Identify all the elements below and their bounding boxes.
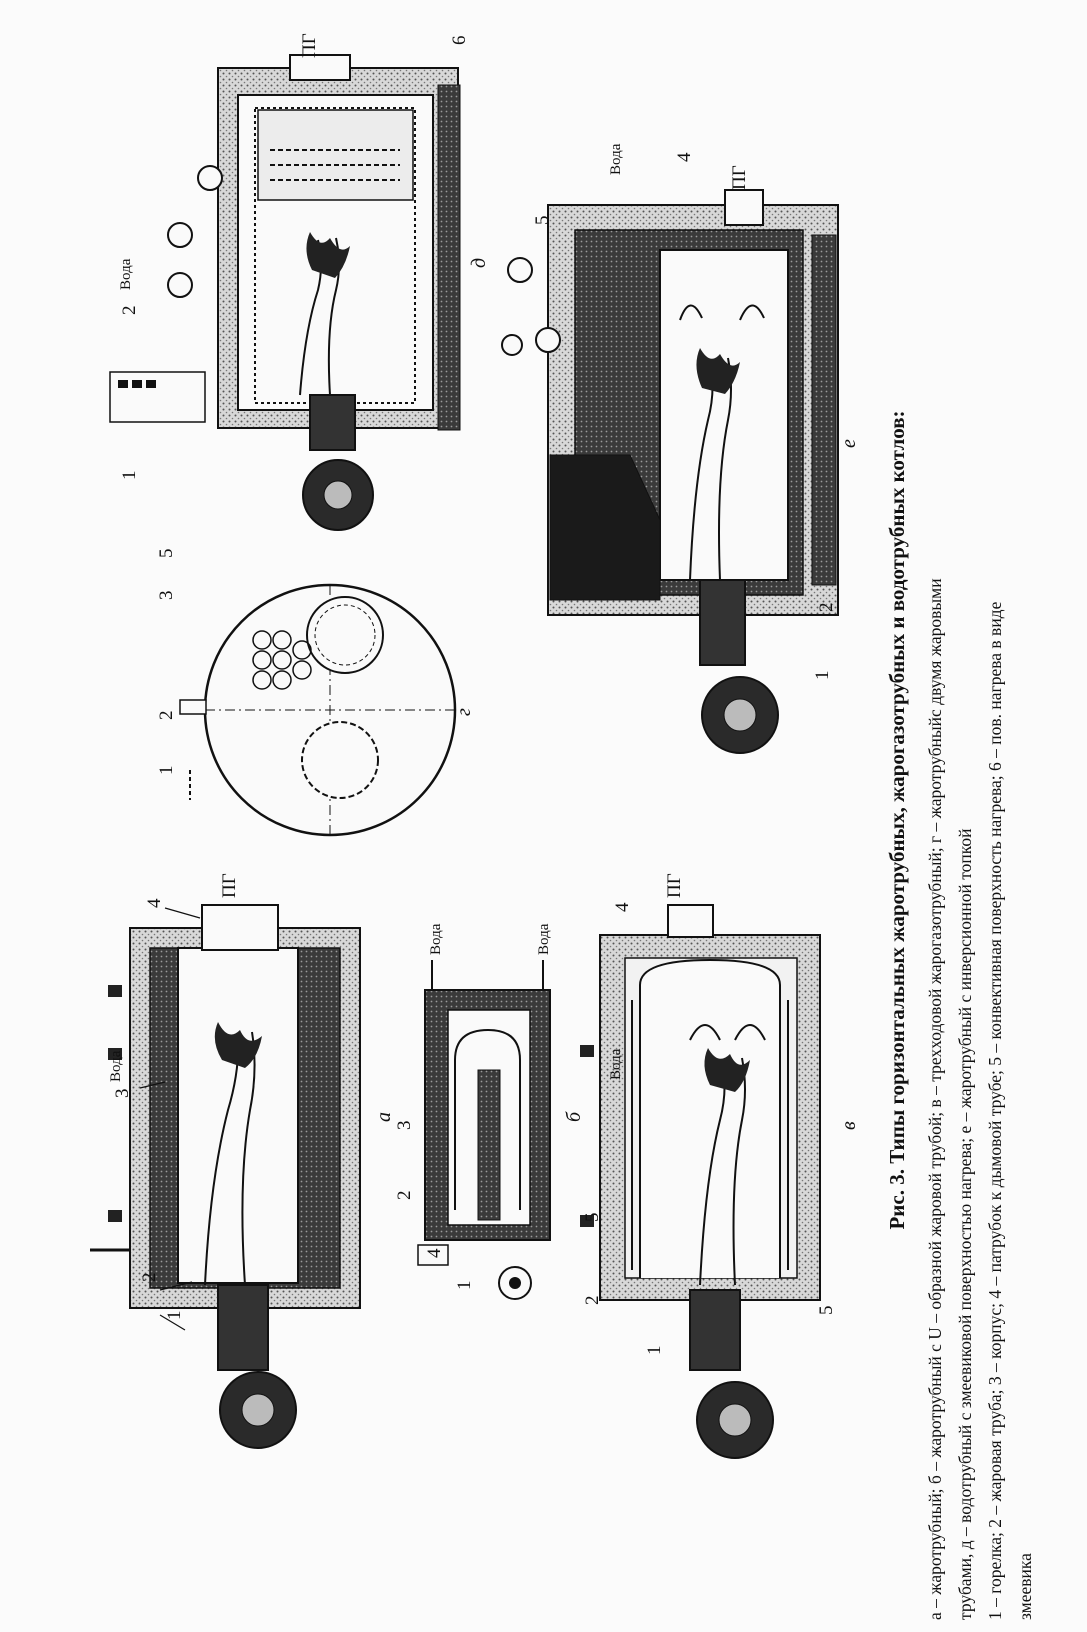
water-label: Вода: [608, 143, 624, 175]
part-number-1: 1: [812, 671, 833, 681]
part-number-1: 1: [119, 471, 140, 481]
diagram-g: [179, 583, 457, 837]
part-number-4: 4: [424, 1248, 445, 1258]
panel-letter-v: в: [838, 1121, 860, 1130]
diagram-b: [417, 960, 551, 1300]
part-number-6: 6: [449, 36, 470, 46]
caption-line: а – жаротрубный; б – жаротрубный с U – о…: [925, 578, 945, 1620]
water-label: Вода: [108, 1050, 124, 1082]
part-number-1: 1: [164, 1311, 185, 1321]
flue-gas-label: ПГ: [664, 873, 685, 898]
panel-letter-d: д: [468, 258, 490, 268]
caption-line: трубами, д – водотрубный с змеевиковой п…: [955, 828, 975, 1620]
part-number-2: 2: [394, 1191, 415, 1201]
part-number-5: 5: [582, 1213, 603, 1223]
panel-letter-b: б: [563, 1111, 585, 1122]
diagram-a: [90, 904, 361, 1449]
panel-letter-e: е: [838, 439, 860, 448]
part-number-5: 5: [156, 549, 177, 559]
flue-gas-label: ПГ: [219, 873, 240, 898]
water-label: Вода: [608, 1048, 624, 1080]
part-number-3: 3: [394, 1121, 415, 1131]
part-number-5: 5: [532, 216, 553, 226]
part-number-5: 5: [816, 1306, 837, 1316]
part-number-2: 2: [156, 711, 177, 721]
panel-letter-g: г: [453, 708, 475, 716]
panel-letter-a: а: [373, 1112, 395, 1122]
water-label: Вода: [536, 923, 552, 955]
water-label: Вода: [118, 258, 134, 290]
part-number-2: 2: [816, 603, 837, 613]
part-number-1: 1: [156, 766, 177, 776]
part-number-3: 3: [156, 591, 177, 601]
part-number-1: 1: [454, 1281, 475, 1291]
water-label: Вода: [428, 923, 444, 955]
diagram-d: [109, 54, 461, 531]
caption-line: змеевика: [1015, 1553, 1035, 1620]
flue-gas-label: ПГ: [299, 33, 320, 58]
diagram-v: [580, 904, 821, 1459]
part-number-4: 4: [612, 902, 633, 912]
part-number-4: 4: [144, 898, 165, 908]
diagram-e: [501, 189, 839, 754]
flue-gas-label: ПГ: [729, 165, 750, 190]
part-number-2: 2: [582, 1296, 603, 1306]
part-number-2: 2: [139, 1273, 160, 1283]
part-number-1: 1: [644, 1346, 665, 1356]
part-number-4: 4: [674, 152, 695, 162]
part-number-2: 2: [119, 306, 140, 316]
caption-title: Рис. 3. Типы горизонтальных жаротрубных,…: [885, 410, 909, 1230]
part-number-3: 3: [112, 1089, 133, 1099]
caption-line: 1 – горелка; 2 – жаровая труба; 3 – корп…: [985, 601, 1005, 1620]
figure-caption: Рис. 3. Типы горизонтальных жаротрубных,…: [885, 20, 1040, 1620]
